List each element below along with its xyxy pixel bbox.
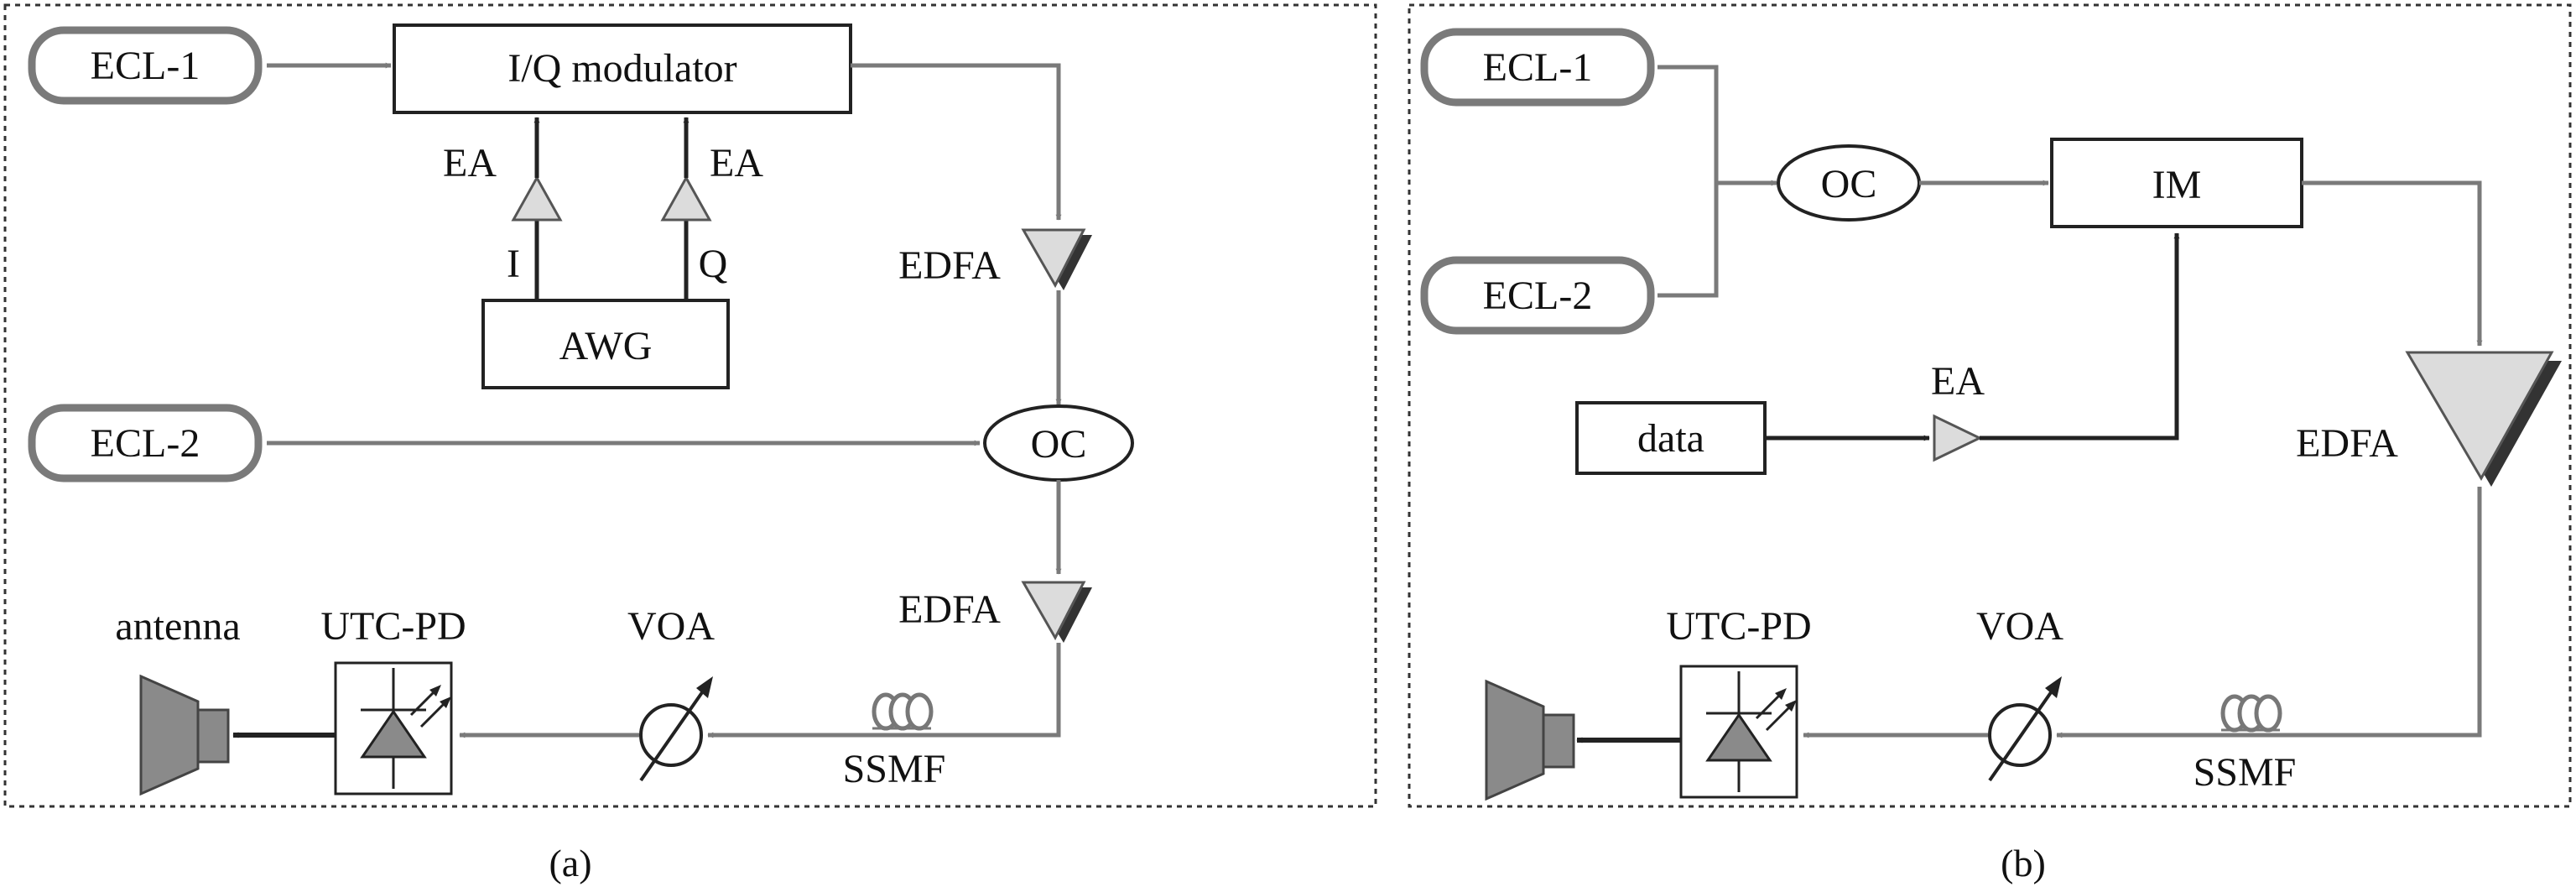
a-edfa-bottom-label: EDFA bbox=[898, 587, 1001, 632]
a-link-edfa-ssmf bbox=[943, 643, 1061, 738]
b-link-edfa-ssmf bbox=[2285, 487, 2482, 738]
a-q-label: Q bbox=[699, 242, 728, 286]
a-iq-modulator: I/Q modulator bbox=[393, 23, 852, 114]
b-ea-label: EA bbox=[1931, 359, 1985, 404]
a-antenna-horn-icon bbox=[139, 674, 230, 796]
a-link-iq-edfa bbox=[851, 63, 1062, 221]
b-ecl1-laser: ECL-1 bbox=[1420, 28, 1655, 107]
b-data-label: data bbox=[1637, 416, 1704, 461]
a-edfa-top-label: EDFA bbox=[898, 243, 1001, 288]
b-antenna-horn-icon bbox=[1485, 679, 1575, 801]
a-ea-left-label: EA bbox=[443, 141, 497, 185]
b-edfa-amplifier-triangle-icon bbox=[2405, 351, 2562, 487]
a-antenna-label: antenna bbox=[115, 604, 240, 649]
b-ssmf-fiber-spool-icon bbox=[2220, 694, 2282, 733]
b-im-label: IM bbox=[2152, 163, 2202, 207]
a-ea-left-amplifier-triangle-icon bbox=[511, 175, 563, 222]
b-utc-pd-label: UTC-PD bbox=[1666, 604, 1811, 649]
b-ssmf-label: SSMF bbox=[2194, 750, 2297, 795]
panel-a-frame bbox=[3, 3, 1377, 808]
panel-a-caption: (a) bbox=[549, 842, 591, 884]
a-edfa-bottom-amplifier-triangle-icon bbox=[1021, 581, 1092, 643]
a-ea-right-label: EA bbox=[710, 141, 763, 185]
a-ecl2-laser: ECL-2 bbox=[28, 404, 263, 483]
b-link-ecl2-oc bbox=[1657, 183, 1719, 298]
a-optical-coupler: OC bbox=[983, 404, 1134, 482]
panel-b-frame bbox=[1408, 3, 2572, 808]
a-ssmf-fiber-spool-icon bbox=[872, 692, 934, 731]
a-voa-label: VOA bbox=[627, 604, 715, 649]
panel-a: ECL-1 I/Q modulator AWG EA I EA Q bbox=[3, 3, 1377, 808]
b-edfa-label: EDFA bbox=[2296, 421, 2398, 466]
a-utc-pd-label: UTC-PD bbox=[320, 604, 466, 649]
b-link-im-edfa bbox=[2302, 180, 2483, 347]
b-voa-label: VOA bbox=[1976, 604, 2063, 649]
a-awg: AWG bbox=[481, 299, 730, 389]
a-awg-label: AWG bbox=[559, 324, 653, 368]
b-optical-coupler: OC bbox=[1777, 144, 1921, 222]
b-intensity-modulator: IM bbox=[2050, 138, 2303, 228]
b-utc-pd-photodiode-icon bbox=[1679, 665, 1798, 799]
a-ecl1-laser: ECL-1 bbox=[28, 26, 263, 105]
a-edfa-top-amplifier-triangle-icon bbox=[1021, 228, 1092, 290]
b-ea-amplifier-triangle-icon bbox=[1933, 414, 1983, 462]
b-link-ea-im bbox=[1980, 232, 2180, 441]
a-ecl1-label: ECL-1 bbox=[91, 44, 200, 88]
a-ecl2-label: ECL-2 bbox=[91, 421, 200, 466]
a-ea-right-amplifier-triangle-icon bbox=[660, 175, 712, 222]
a-iq-modulator-label: I/Q modulator bbox=[507, 46, 736, 91]
b-ecl2-laser: ECL-2 bbox=[1420, 256, 1655, 335]
a-oc-label: OC bbox=[1031, 422, 1087, 467]
panel-b-caption: (b) bbox=[2001, 842, 2046, 884]
a-ssmf-label: SSMF bbox=[843, 747, 946, 791]
b-ecl2-label: ECL-2 bbox=[1483, 274, 1593, 318]
b-ecl1-label: ECL-1 bbox=[1483, 45, 1593, 90]
b-data-source: data bbox=[1575, 401, 1767, 475]
panel-b: ECL-1 ECL-2 OC IM data EA bbox=[1408, 3, 2572, 808]
b-oc-label: OC bbox=[1821, 162, 1877, 206]
a-i-label: I bbox=[507, 242, 520, 286]
b-link-ecl1-oc bbox=[1657, 65, 1719, 183]
a-utc-pd-photodiode-icon bbox=[334, 661, 453, 795]
b-voa-attenuator-icon bbox=[1988, 676, 2062, 782]
a-voa-attenuator-icon bbox=[639, 676, 713, 782]
